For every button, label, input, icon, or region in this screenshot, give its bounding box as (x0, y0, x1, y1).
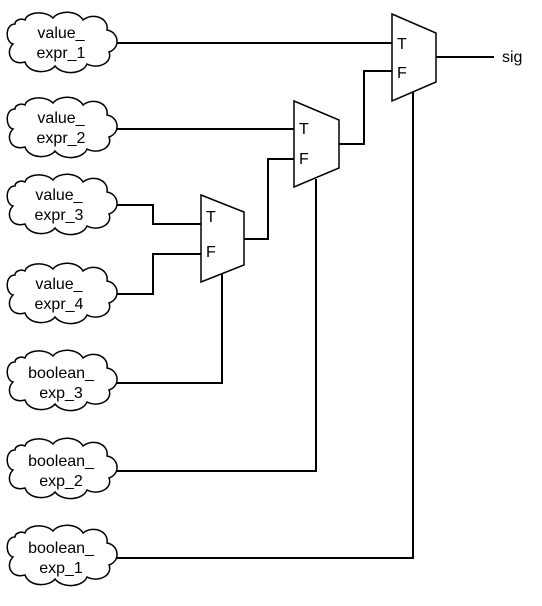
wire-value-expr-3 (108, 204, 201, 225)
mux-3-false-label: F (397, 65, 407, 82)
mux-1: T F (200, 193, 245, 284)
wire-mux-1-output (244, 158, 294, 240)
mux-2-false-label: F (299, 151, 309, 168)
value-expr-3-line-2: expr_3 (35, 207, 84, 224)
output-label-sig: sig (502, 49, 522, 66)
boolean-exp-3-line-1: boolean_ (28, 365, 95, 382)
input-boolean-exp-2: boolean_ exp_2 (6, 437, 118, 500)
input-value-expr-2: value_ expr_2 (6, 96, 118, 159)
mux-1-true-label: T (206, 209, 216, 226)
input-value-expr-1: value_ expr_1 (6, 11, 118, 74)
input-value-expr-4: value_ expr_4 (6, 262, 118, 325)
value-expr-2-line-1: value_ (37, 110, 85, 127)
boolean-exp-3-line-2: exp_3 (39, 385, 83, 402)
mux-2-true-label: T (299, 121, 309, 138)
boolean-exp-1-line-2: exp_1 (39, 560, 83, 577)
input-boolean-exp-1: boolean_ exp_1 (6, 524, 118, 587)
boolean-exp-2-line-1: boolean_ (28, 453, 95, 470)
wire-boolean-exp-3 (112, 271, 223, 384)
value-expr-1-line-1: value_ (37, 25, 85, 42)
input-value-expr-3: value_ expr_3 (6, 173, 118, 236)
value-expr-4-line-1: value_ (35, 276, 83, 293)
value-expr-4-line-2: expr_4 (35, 296, 84, 313)
value-expr-3-line-1: value_ (35, 187, 83, 204)
mux-2: T F (293, 99, 340, 189)
wire-value-expr-4 (108, 253, 201, 295)
boolean-exp-1-line-1: boolean_ (28, 540, 95, 557)
wire-boolean-exp-1 (112, 92, 414, 559)
mux-1-false-label: F (206, 244, 216, 261)
mux-3-true-label: T (397, 36, 407, 53)
wire-mux-2-output (339, 70, 392, 145)
value-expr-1-line-2: expr_1 (37, 45, 86, 62)
wire-boolean-exp-2 (112, 179, 317, 472)
mux-3: T F (391, 12, 437, 103)
boolean-exp-2-line-2: exp_2 (39, 473, 83, 490)
input-boolean-exp-3: boolean_ exp_3 (6, 349, 118, 412)
value-expr-2-line-2: expr_2 (37, 130, 86, 147)
